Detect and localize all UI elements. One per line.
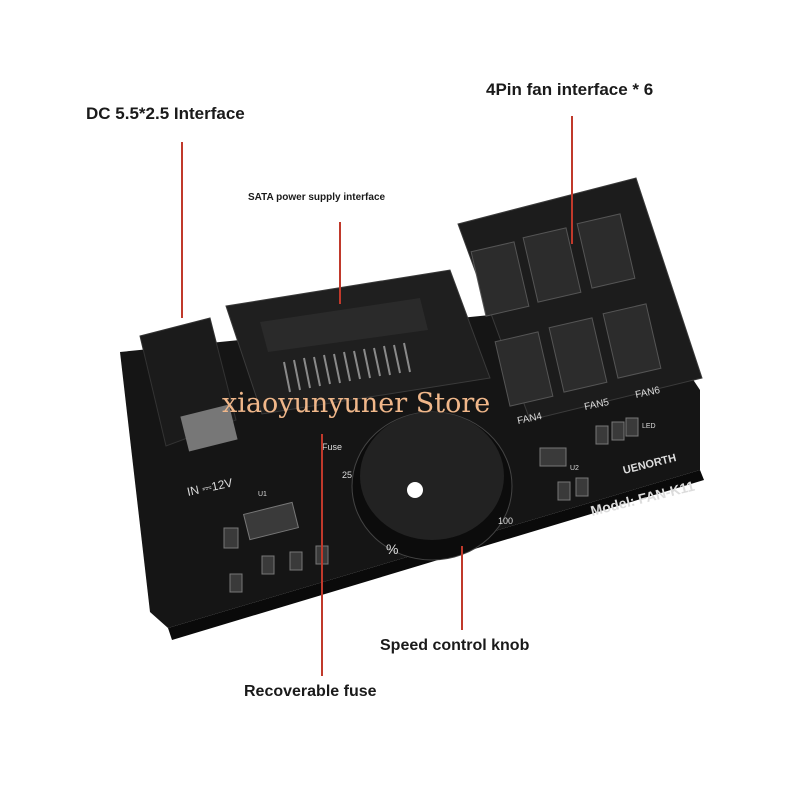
smd-components — [223, 417, 639, 593]
fan5-label: FAN5 — [583, 397, 610, 413]
fan-interface-callout: 4Pin fan interface * 6 — [486, 80, 654, 99]
fan-header-block — [457, 177, 703, 421]
dial-25: 25 — [342, 470, 352, 480]
callout-lines — [181, 116, 573, 676]
speed-knob-callout: Speed control knob — [380, 637, 530, 654]
store-watermark: xiaoyunyuner Store — [222, 388, 491, 419]
sata-interface-callout: SATA power supply interface — [248, 192, 386, 203]
dc-jack — [139, 317, 238, 452]
fan6-label: FAN6 — [634, 385, 661, 401]
sata-connector — [225, 269, 491, 415]
dial-100: 100 — [498, 516, 513, 526]
u1-label: U1 — [258, 491, 267, 498]
dc-interface-callout: DC 5.5*2.5 Interface — [86, 104, 245, 123]
fuse-label: Fuse — [322, 442, 342, 452]
led-label: LED — [642, 423, 656, 430]
speed-knob — [351, 411, 513, 561]
fuse-callout: Recoverable fuse — [244, 683, 377, 700]
fan4-label: FAN4 — [516, 411, 543, 427]
u2-label: U2 — [570, 465, 579, 472]
dial-percent: % — [386, 541, 398, 557]
